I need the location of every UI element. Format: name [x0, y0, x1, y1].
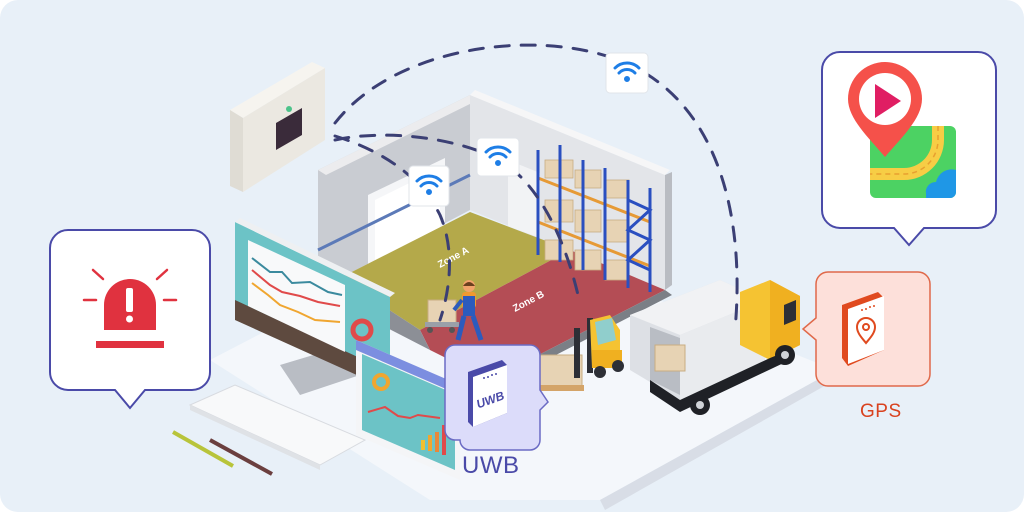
gps-tracker-icon [842, 292, 884, 366]
wifi-icon [484, 145, 512, 166]
alarm-siren-icon [82, 268, 178, 348]
forklift [538, 315, 624, 391]
map-location-play-icon [848, 62, 956, 198]
wall-receiver [230, 62, 325, 192]
wifi-icon [613, 61, 641, 82]
pallet-racks [536, 145, 653, 292]
worker-with-cart [425, 280, 484, 341]
pencils [172, 430, 273, 476]
desktop-monitor [235, 218, 395, 395]
gps-label: GPS [860, 401, 902, 422]
zone-a-floor [340, 212, 570, 330]
uwb-callout: UWB [444, 344, 549, 451]
wifi-icon [415, 174, 443, 195]
keyboard [188, 384, 367, 470]
navigation-callout [821, 51, 997, 247]
location-pin-icon [855, 316, 877, 345]
uwb-tag-icon: UWB [468, 360, 507, 427]
alert-callout [49, 229, 211, 410]
delivery-truck [630, 280, 800, 415]
wifi-beacon-2 [476, 137, 520, 177]
wifi-beacon-1 [408, 165, 450, 207]
wifi-beacon-3 [605, 52, 649, 94]
dashboard-tablet [356, 340, 460, 480]
receiver-screen [276, 108, 302, 150]
uwb-label: UWB [462, 452, 520, 479]
status-led [286, 106, 292, 112]
gps-callout [801, 271, 931, 387]
